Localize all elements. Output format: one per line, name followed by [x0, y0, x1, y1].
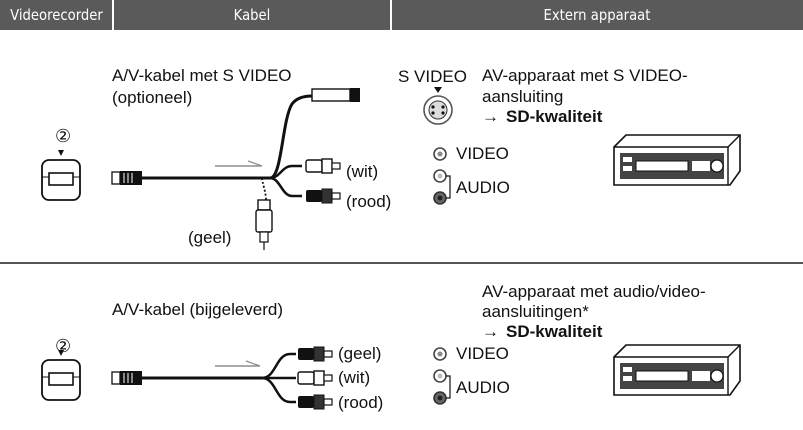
quality-arrow-2: →: [482, 322, 499, 341]
port-audio-label-2: AUDIO: [456, 378, 510, 397]
cable-title-2: A/V-kabel (bijgeleverd): [112, 300, 284, 319]
header-col-videorecorder: Videorecorder: [6, 0, 107, 30]
device-title-2: AV-apparaat met audio/video-: [482, 282, 706, 301]
plug-label-wit-2: (wit): [338, 368, 371, 387]
quality-label-1: SD-kwaliteit: [506, 107, 603, 126]
vcr-icon-2: [613, 344, 741, 396]
header-separator: [112, 0, 114, 30]
port-audio-label-1: AUDIO: [456, 178, 510, 197]
svideo-port-arrow: [434, 87, 442, 93]
device-title-2-line2: aansluitingen*: [482, 302, 589, 321]
port-video-label-2: VIDEO: [456, 344, 509, 363]
cable-title-1-note: (optioneel): [112, 88, 193, 107]
port-video-label-1: VIDEO: [456, 144, 509, 163]
step-marker-1: ②: [55, 126, 72, 146]
plug-label-geel-2: (geel): [338, 344, 382, 363]
header-separator: [390, 0, 392, 30]
header-col-extern: Extern apparaat: [415, 0, 779, 30]
device-title-1-line2: aansluiting: [482, 87, 564, 106]
plug-label-wit-1: (wit): [346, 162, 379, 181]
device-title-1: AV-apparaat met S VIDEO-: [482, 66, 688, 85]
plug-label-geel-1: (geel): [188, 228, 232, 247]
plug-label-rood-2: (rood): [338, 393, 384, 412]
cable-title-1: A/V-kabel met S VIDEO: [112, 66, 292, 85]
quality-label-2: SD-kwaliteit: [506, 322, 603, 341]
camcorder-icon: [41, 149, 81, 201]
quality-arrow-1: →: [482, 107, 499, 126]
camcorder-icon-2: [41, 349, 81, 401]
plug-label-rood-1: (rood): [346, 192, 392, 211]
vcr-icon: [613, 134, 741, 186]
section-divider: [0, 262, 803, 264]
port-svideo-label: S VIDEO: [398, 67, 467, 86]
header-col-kabel: Kabel: [129, 0, 375, 30]
